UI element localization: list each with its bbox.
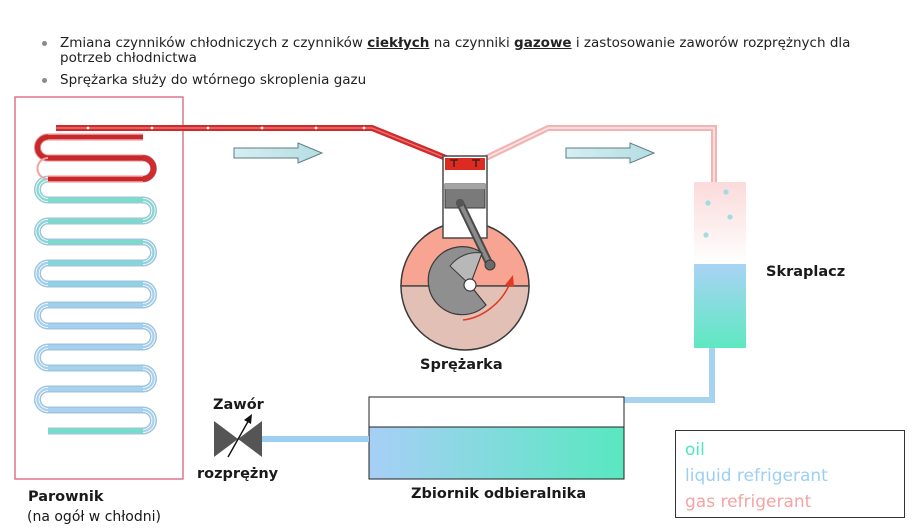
valve-label-line1: Zawór: [213, 397, 264, 413]
legend-item-liquid-refrigerant: liquid refrigerant: [685, 466, 828, 486]
coil-segment: [142, 366, 155, 391]
liquid-line-condenser: [624, 348, 715, 403]
coil-segment: [142, 155, 157, 182]
coil-segment: [142, 408, 155, 433]
legend-item-gas-refrigerant: gas refrigerant: [685, 492, 812, 512]
legend-box: oil liquid refrigerant gas refrigerant: [675, 430, 905, 518]
gas-bubble: [86, 126, 90, 130]
evaporator-label: Parownik: [28, 489, 104, 505]
coil-segment: [142, 240, 155, 265]
coil-segment: [35, 134, 49, 161]
condenser-label: Skraplacz: [766, 264, 846, 280]
bullet-list: Zmiana czynników chłodniczych z czynnikó…: [38, 36, 858, 95]
gas-bubble: [206, 126, 210, 130]
condenser: [694, 182, 746, 348]
flow-arrow-discharge: [565, 142, 656, 164]
gas-bubble: [362, 126, 366, 130]
expansion-valve-icon: [214, 414, 262, 458]
gas-bubble: [314, 126, 318, 130]
bullet-item-refrigerant-change: Zmiana czynników chłodniczych z czynnikó…: [38, 36, 858, 66]
legend-item-oil: oil: [685, 440, 705, 460]
coil-segment: [142, 282, 155, 307]
coil-segment: [36, 303, 49, 328]
coil-segment: [142, 198, 155, 223]
flow-arrow-suction: [233, 142, 324, 164]
coil-segment: [36, 261, 49, 286]
coil-segment: [36, 177, 49, 202]
suction-gas-pipe: [56, 125, 448, 161]
bullet-item-compressor-purpose: Sprężarka służy do wtórnego skroplenia g…: [38, 73, 858, 88]
receiver-tank: [368, 396, 625, 480]
gas-bubble: [150, 126, 154, 130]
pipe-gas-dots: [86, 126, 366, 130]
compressor-label: Sprężarka: [420, 357, 503, 373]
coil-segment: [36, 387, 49, 412]
coil-segment: [36, 219, 49, 244]
coil-segment: [142, 324, 155, 349]
receiver-label: Zbiornik odbieralnika: [411, 486, 587, 502]
evaporator-note: (na ogół w chłodni): [27, 509, 161, 525]
valve-label-line2: rozprężny: [197, 466, 279, 482]
coil-segment: [36, 157, 49, 180]
compressor: [400, 155, 530, 351]
discharge-gas-pipe: [484, 125, 717, 182]
evaporator-coils: [34, 133, 157, 435]
gas-bubble: [260, 126, 264, 130]
evaporator-frame: [14, 96, 184, 480]
coil-segment: [36, 345, 49, 370]
